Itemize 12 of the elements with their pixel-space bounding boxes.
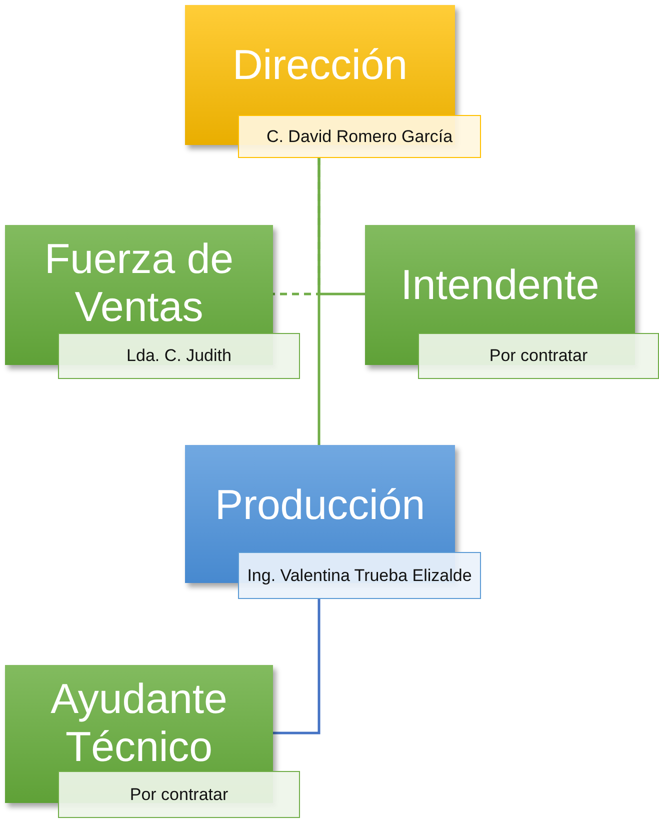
name-plate: Lda. C. Judith xyxy=(58,333,300,379)
name-plate: C. David Romero García xyxy=(238,115,481,158)
role-title: Producción xyxy=(214,481,426,529)
role-title: Fuerza de Ventas xyxy=(43,235,235,331)
name-plate: Ing. Valentina Trueba Elizalde xyxy=(238,552,481,599)
connector-line xyxy=(318,158,320,445)
name-plate: Por contratar xyxy=(418,333,659,379)
role-title: Dirección xyxy=(232,41,408,89)
role-title: Intendente xyxy=(400,261,600,309)
connector-line xyxy=(273,599,320,734)
name-plate: Por contratar xyxy=(58,771,300,818)
role-title: Ayudante Técnico xyxy=(50,675,228,771)
